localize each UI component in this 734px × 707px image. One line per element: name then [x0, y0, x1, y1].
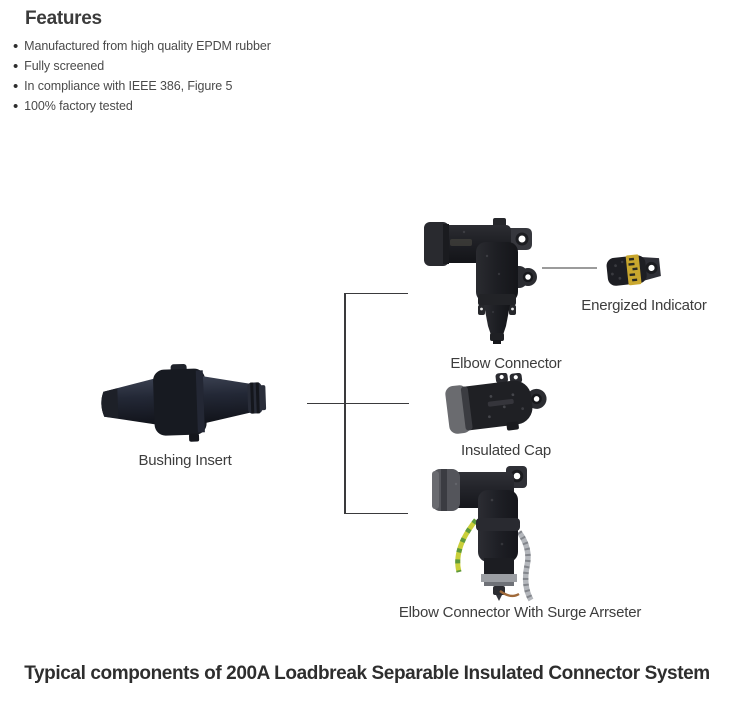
- bracket-middle-line: [307, 402, 409, 405]
- page-caption: Typical components of 200A Loadbreak Sep…: [24, 663, 710, 684]
- feature-item: Fully screened: [13, 56, 271, 76]
- energized-indicator-image: [606, 254, 661, 286]
- elbow-connector-image: [424, 218, 537, 344]
- feature-item: In compliance with IEEE 386, Figure 5: [13, 76, 271, 96]
- bracket-bottom-line: [344, 512, 408, 515]
- indicator-link-line: [542, 267, 597, 269]
- feature-item: Manufactured from high quality EPDM rubb…: [13, 36, 271, 56]
- label-bushing-insert: Bushing Insert: [138, 452, 232, 469]
- label-elbow-surge-arrester: Elbow Connector With Surge Arrseter: [398, 604, 642, 621]
- label-elbow-connector: Elbow Connector: [450, 355, 562, 372]
- insulated-cap-image: [445, 373, 547, 434]
- label-insulated-cap: Insulated Cap: [461, 442, 551, 459]
- features-list: Manufactured from high quality EPDM rubb…: [13, 36, 271, 116]
- feature-item: 100% factory tested: [13, 96, 271, 116]
- bushing-insert-image: [101, 363, 267, 442]
- label-energized-indicator: Energized Indicator: [581, 297, 707, 314]
- elbow-surge-arrester-image: [432, 466, 534, 602]
- features-title: Features: [25, 8, 102, 29]
- bracket-top-line: [344, 292, 408, 295]
